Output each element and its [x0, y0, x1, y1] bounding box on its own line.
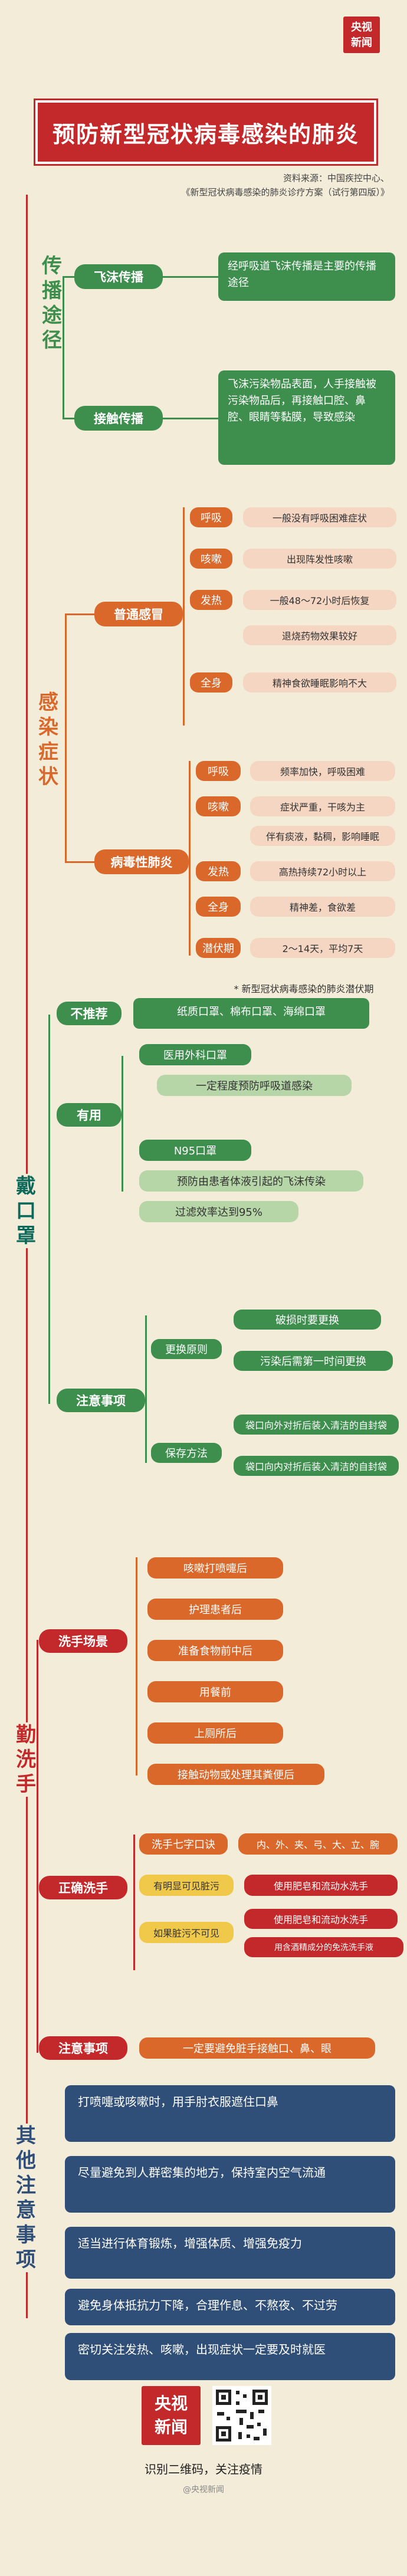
- s2-branch-line: [65, 613, 67, 861]
- other-tip-item: 避免身体抵抗力下降，合理作息、不熬夜、不过劳: [65, 2289, 395, 2325]
- s2-connector-cold: [65, 613, 94, 615]
- source-line2: 《新型冠状病毒感染的肺炎诊疗方案（试行第四版）》: [181, 187, 389, 198]
- invisible-dirt-text-2: 用含酒精成分的免洗洗手液: [244, 1937, 403, 1957]
- other-tip-item: 密切关注发热、咳嗽，出现症状一定要及时就医: [65, 2333, 395, 2380]
- storage-rule-1: 袋口向外对折后装入清洁的自封袋: [234, 1415, 399, 1435]
- viral-pneumonia-label: 病毒性肺炎: [94, 849, 189, 874]
- droplet-transmission-text: 经呼吸道飞沫传播是主要的传播途径: [218, 252, 395, 301]
- source-note: 资料来源：中国疾控中心、 《新型冠状病毒感染的肺炎诊疗方案（试行第四版）》: [181, 171, 389, 199]
- section-mask-title: 戴口罩: [13, 1174, 39, 1248]
- qr-code[interactable]: [212, 2386, 271, 2445]
- useful-label: 有用: [57, 1103, 122, 1127]
- pneumonia-value-tag: 高热持续72小时以上: [250, 861, 395, 881]
- common-cold-label: 普通感冒: [94, 602, 183, 626]
- cctv-news-logo: 央视 新闻: [343, 17, 380, 53]
- pneumonia-value-tag: 频率加快，呼吸困难: [250, 761, 395, 781]
- pneumonia-key-tag: 发热: [196, 861, 241, 881]
- section-other-title: 其他注意事项: [13, 2124, 39, 2272]
- handwash-scene-item: 准备食物前中后: [147, 1640, 283, 1661]
- cold-key-tag: 咳嗽: [190, 549, 232, 569]
- cold-value-tag: 一般48～72小时后恢复: [243, 590, 396, 610]
- footer-logo-line1: 央视: [154, 2394, 188, 2413]
- incubation-note-line1: * 新型冠状病毒感染的肺炎潜伏期: [234, 983, 374, 995]
- footer-caption: 识别二维码，关注疫情: [145, 2462, 262, 2476]
- handwash-scene-label: 洗手场景: [39, 1629, 127, 1653]
- cold-key-tag: 发热: [190, 590, 232, 610]
- cold-value-tag: 出现阵发性咳嗽: [243, 549, 396, 569]
- scene-subline: [136, 1557, 137, 1776]
- handwash-scene-item: 护理患者后: [147, 1599, 283, 1620]
- pneumonia-value-tag: 精神差，食欲差: [250, 897, 395, 917]
- footer-logo: 央视 新闻: [142, 2386, 201, 2445]
- storage-method-tag: 保存方法: [151, 1443, 222, 1463]
- page-title: 预防新型冠状病毒感染的肺炎: [35, 100, 376, 164]
- right-subline: [133, 1835, 135, 1970]
- handwash-scene-item: 咳嗽打喷嚏后: [147, 1557, 283, 1579]
- s2-connector-pn: [65, 861, 94, 863]
- s1-connector-b: [63, 418, 74, 419]
- droplet-transmission-label: 飞沫传播: [74, 264, 163, 289]
- section-handwash-title: 勤洗手: [13, 1722, 39, 1797]
- contact-transmission-text: 飞沫污染物品表面，人手接触被污染物品后，再接触口腔、鼻腔、眼睛等黏膜，导致感染: [218, 370, 395, 465]
- pn-subline: [189, 761, 191, 956]
- replace-principle-tag: 更换原则: [151, 1339, 222, 1359]
- s1-connector-a: [63, 276, 74, 278]
- other-tip-item: 打喷嚏或咳嗽时，用手肘衣服遮住口鼻: [65, 2085, 395, 2142]
- surgical-mask-tag: 医用外科口罩: [139, 1044, 251, 1065]
- pneumonia-value-tag: 2～14天，平均7天: [250, 938, 395, 958]
- n95-benefit-2: 过滤效率达到95%: [139, 1201, 298, 1222]
- s1-arrow-b: [163, 418, 218, 419]
- s4-branch-line: [37, 1640, 38, 2053]
- handwash-scene-item: 接触动物或处理其粪便后: [147, 1764, 324, 1785]
- invisible-dirt-tag: 如果脏污不可见: [139, 1922, 234, 1943]
- footer-logo-line2: 新闻: [154, 2417, 188, 2437]
- not-recommended-label: 不推荐: [57, 1002, 122, 1025]
- contact-transmission-label: 接触传播: [74, 406, 163, 431]
- not-recommended-text: 纸质口罩、棉布口罩、海绵口罩: [133, 998, 369, 1029]
- pneumonia-value-tag: 症状严重，干咳为主: [250, 796, 395, 816]
- correct-handwash-label: 正确洗手: [39, 1876, 127, 1899]
- source-line1: 资料来源：中国疾控中心、: [283, 173, 389, 183]
- pneumonia-key-tag: 全身: [196, 897, 241, 917]
- section-transmission-title: 传播途径: [42, 254, 62, 352]
- invisible-dirt-text-1: 使用肥皂和流动水洗手: [244, 1909, 398, 1929]
- seven-step-text: 内、外、夹、弓、大、立、腕: [238, 1833, 398, 1855]
- surgical-mask-benefit: 一定程度预防呼吸道感染: [157, 1075, 352, 1096]
- cold-value-tag: 一般没有呼吸困难症状: [243, 507, 396, 527]
- s1-branch-line: [63, 277, 64, 419]
- visible-dirt-text: 使用肥皂和流动水洗手: [244, 1875, 398, 1896]
- s1-arrow-a: [163, 276, 218, 278]
- other-tip-item: 尽量避免到人群密集的地方，保持室内空气流通: [65, 2156, 395, 2213]
- pneumonia-key-tag: 潜伏期: [196, 938, 241, 958]
- cold-value-tag: 退烧药物效果较好: [243, 625, 396, 645]
- cold-value-tag: 精神食欲睡眠影响不大: [243, 672, 396, 693]
- seven-step-tag: 洗手七字口诀: [139, 1833, 228, 1855]
- logo-line2: 新闻: [351, 37, 372, 49]
- main-spine: [26, 195, 28, 2318]
- cold-subline: [183, 507, 185, 726]
- logo-line1: 央视: [351, 21, 372, 34]
- section-symptoms-title: 感染症状: [38, 691, 58, 789]
- storage-rule-2: 袋口向内对折后装入清洁的自封袋: [234, 1456, 399, 1476]
- cold-key-tag: 呼吸: [190, 507, 232, 527]
- handwash-scene-item: 上厕所后: [147, 1722, 283, 1744]
- mask-care-subline: [145, 1315, 147, 1463]
- replace-rule-2: 污染后需第一时间更换: [234, 1351, 393, 1371]
- visible-dirt-tag: 有明显可见脏污: [139, 1875, 234, 1896]
- cold-key-tag: 全身: [190, 672, 232, 693]
- pneumonia-key-tag: 呼吸: [196, 761, 241, 781]
- mask-care-label: 注意事项: [57, 1389, 145, 1412]
- useful-subline: [122, 1056, 123, 1192]
- replace-rule-1: 破损时要更换: [234, 1310, 381, 1330]
- handwash-care-label: 注意事项: [39, 2036, 127, 2060]
- s3-branch-line: [48, 1015, 50, 1404]
- n95-mask-tag: N95口罩: [139, 1140, 251, 1161]
- pneumonia-value-tag: 伴有痰液，黏稠，影响睡眠: [250, 826, 395, 846]
- n95-benefit-1: 预防由患者体液引起的飞沫传染: [139, 1170, 363, 1192]
- handwash-care-text: 一定要避免脏手接触口、鼻、眼: [139, 2037, 375, 2059]
- handwash-scene-item: 用餐前: [147, 1681, 283, 1702]
- other-tip-item: 适当进行体育锻炼，增强体质、增强免疫力: [65, 2227, 395, 2279]
- pneumonia-key-tag: 咳嗽: [196, 796, 241, 816]
- footer-watermark: @央视新闻: [183, 2485, 224, 2495]
